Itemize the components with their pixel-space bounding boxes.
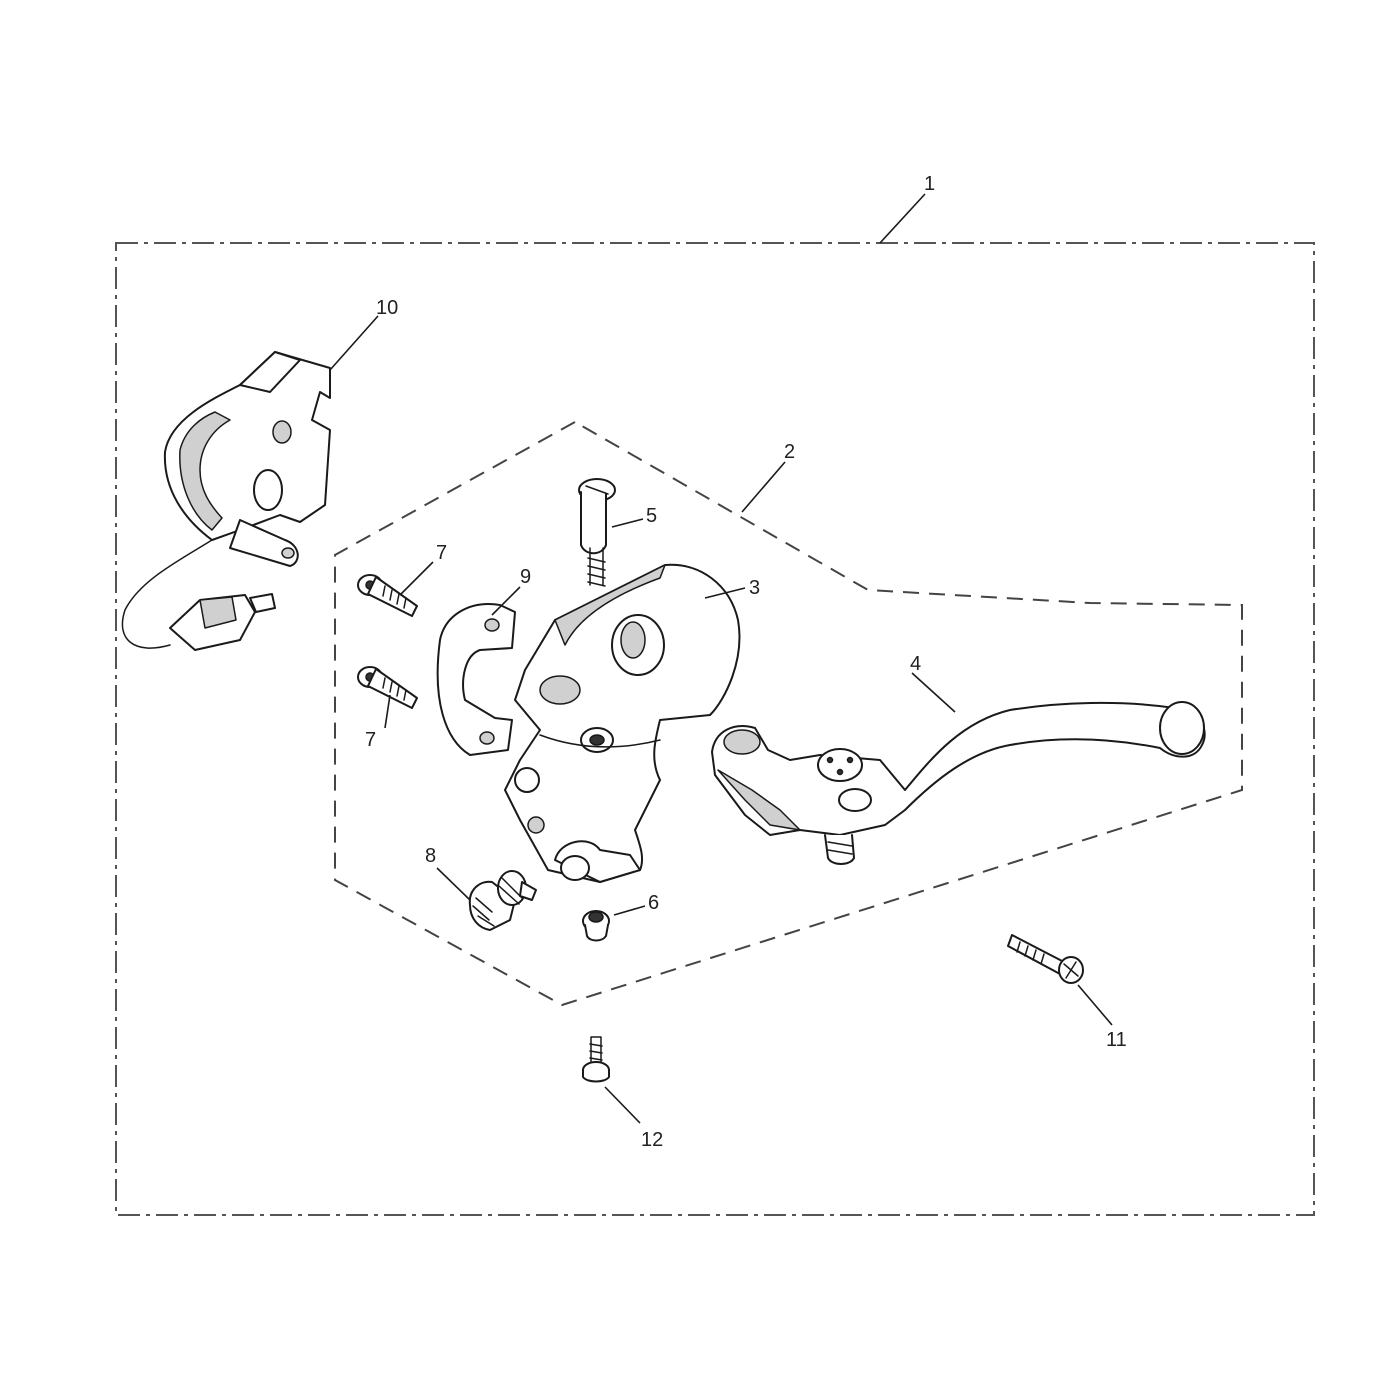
callout-12: 12 — [641, 1129, 663, 1151]
callout-4: 4 — [910, 653, 921, 675]
callout-7-lower: 7 — [365, 729, 376, 751]
pivot-bolt — [578, 478, 616, 587]
bush — [582, 910, 610, 942]
callout-7-upper: 7 — [436, 542, 447, 564]
cap-screw-lower — [357, 666, 418, 709]
callout-5: 5 — [646, 505, 657, 527]
lever — [711, 701, 1206, 865]
callout-8: 8 — [425, 845, 436, 867]
callout-1: 1 — [924, 173, 935, 195]
subassembly-boundary — [334, 420, 1243, 1007]
kit-boundary — [115, 242, 1315, 1216]
clamp — [436, 603, 516, 756]
leader-lines — [329, 193, 1113, 1124]
callout-6: 6 — [648, 892, 659, 914]
screw-12 — [582, 1036, 610, 1083]
switch-housing — [121, 351, 331, 651]
callout-11: 11 — [1106, 1029, 1127, 1051]
lever-housing — [504, 563, 741, 883]
callout-10: 10 — [376, 297, 398, 319]
callout-2: 2 — [784, 441, 795, 463]
cap-screw-upper — [357, 574, 418, 617]
cable-adjuster — [468, 870, 537, 931]
callout-3: 3 — [749, 577, 760, 599]
screw-11 — [1007, 934, 1084, 984]
callout-9: 9 — [520, 566, 531, 588]
